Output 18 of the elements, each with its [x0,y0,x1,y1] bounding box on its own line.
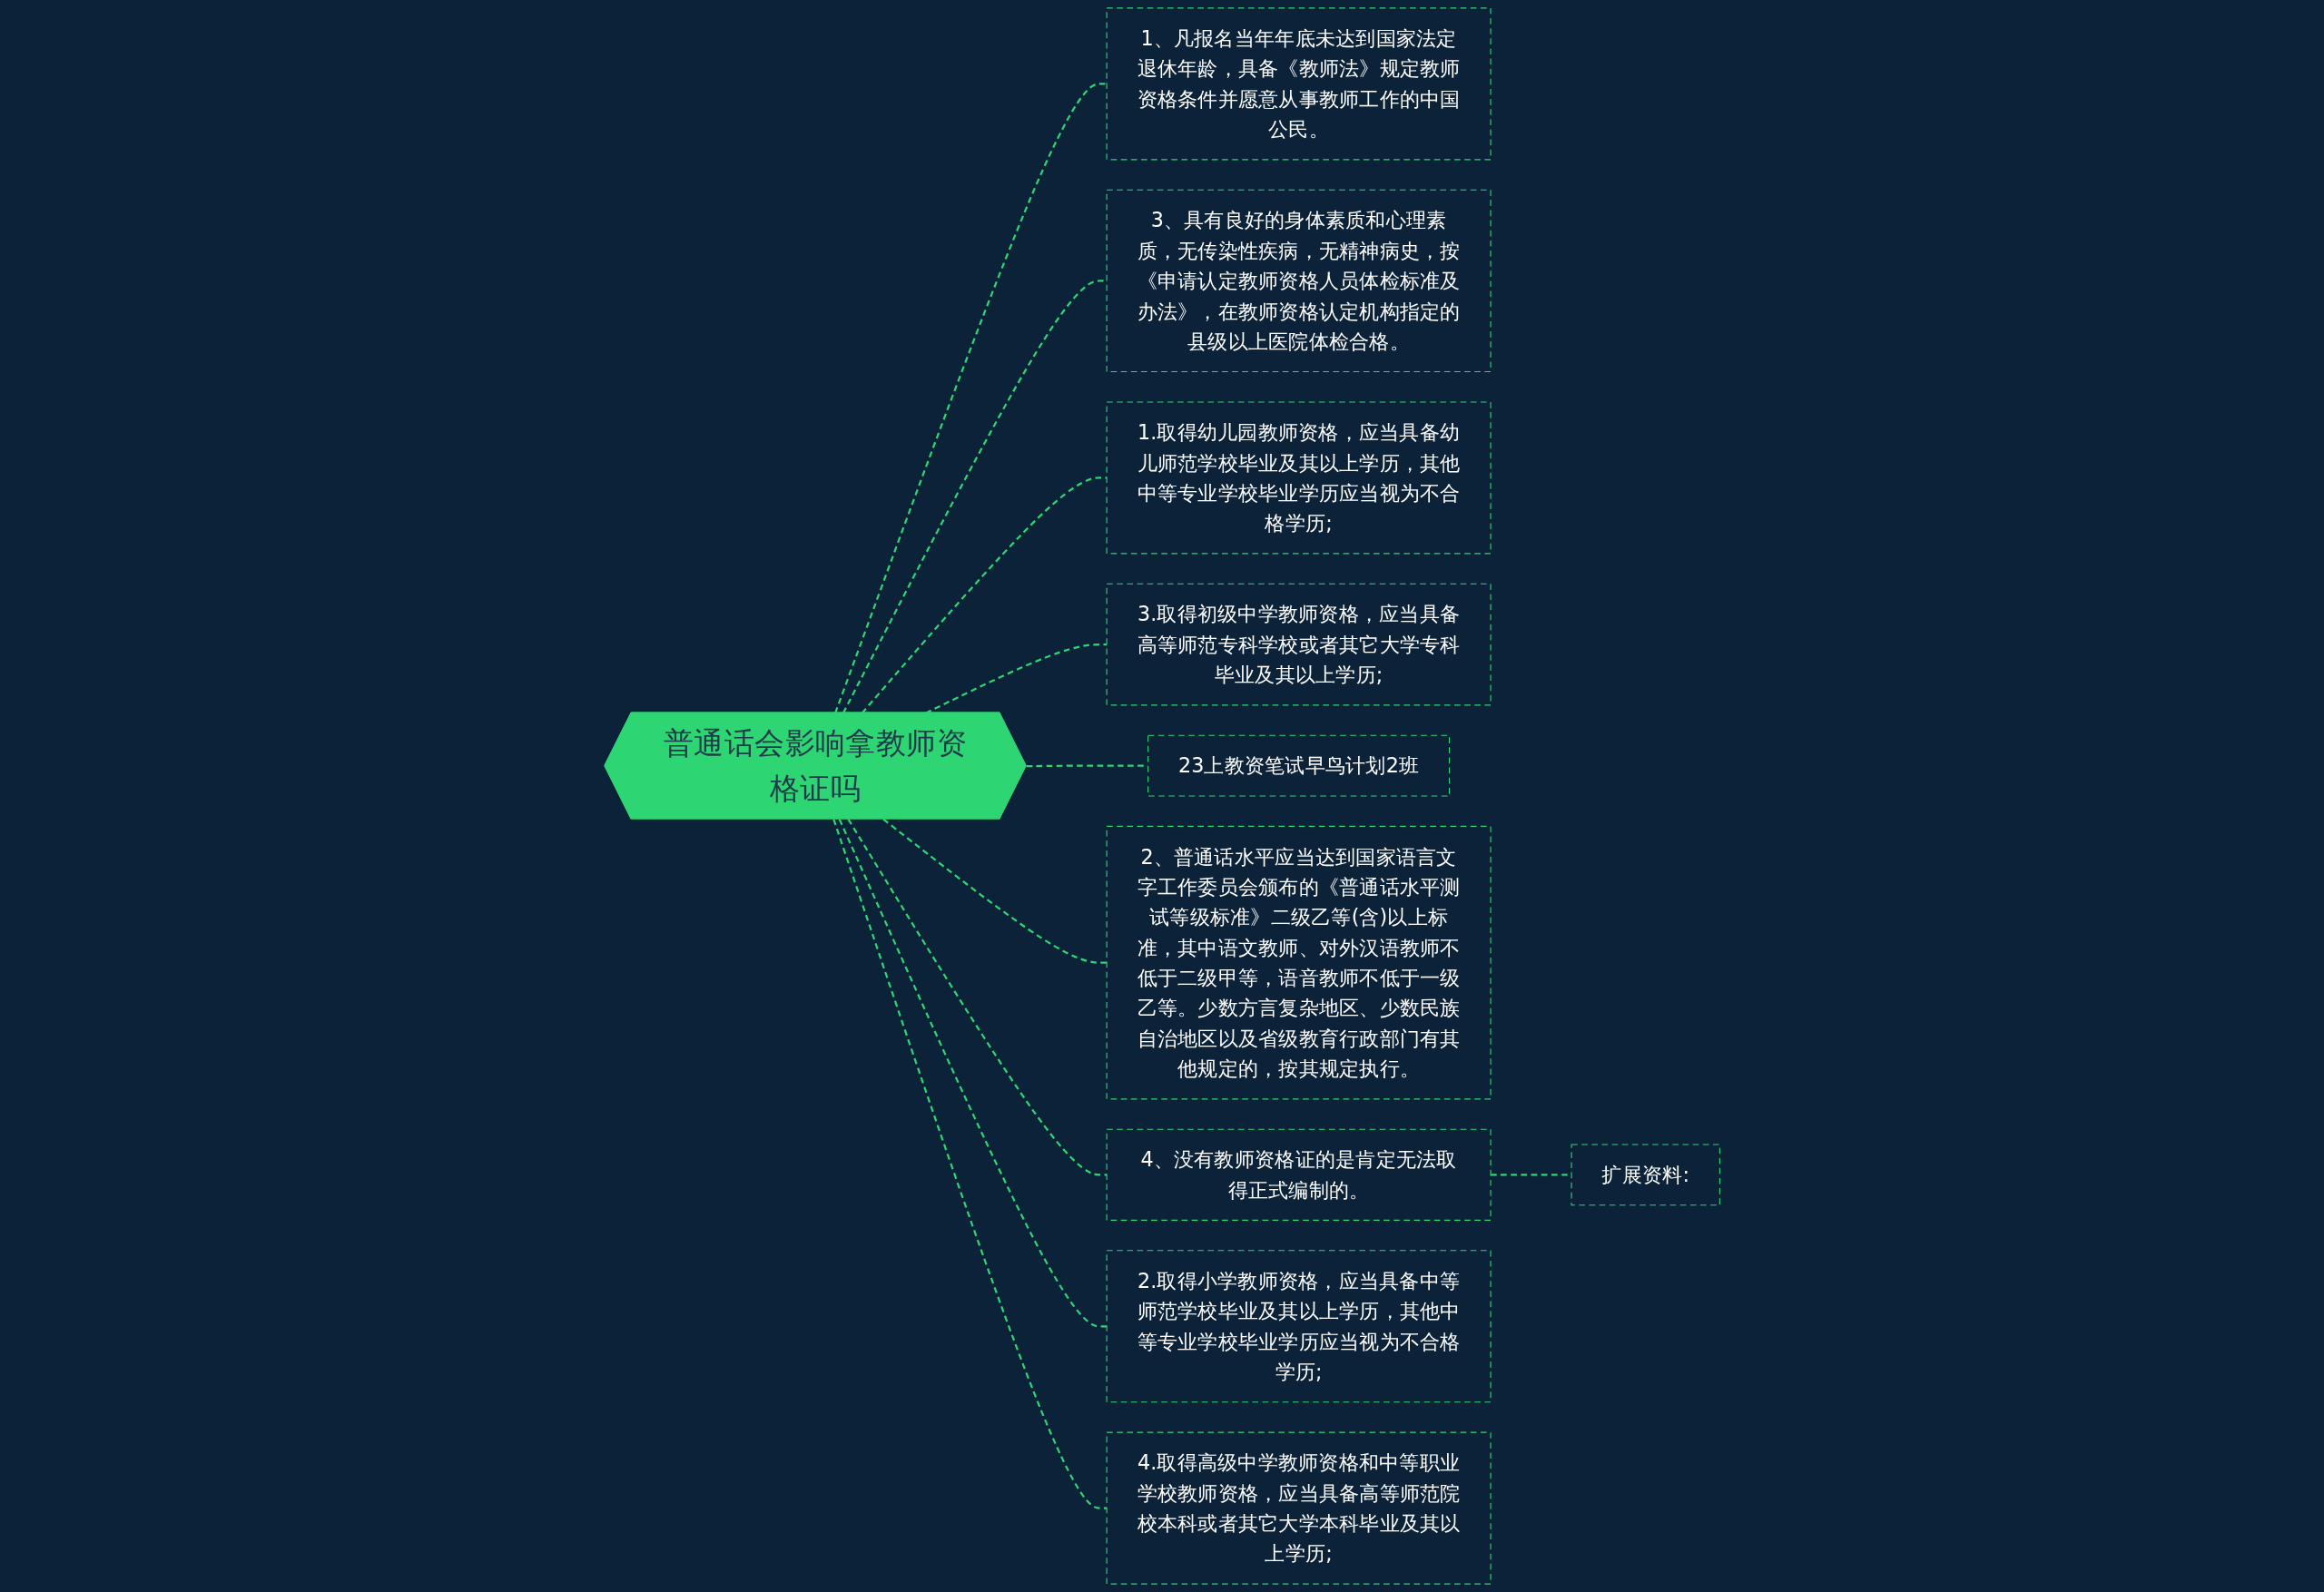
node-box: 1.取得幼儿园教师资格，应当具备幼儿师范学校毕业及其以上学历，其他中等专业学校毕业学历应当视为不合格学历; [1106,401,1492,555]
node-box: 3.取得初级中学教师资格，应当具备高等师范专科学校或者其它大学专科毕业及其以上学历; [1106,583,1492,706]
node-box: 23上教资笔试早鸟计划2班 [1147,734,1450,797]
node-box: 扩展资料: [1571,1144,1720,1206]
node-box: 3、具有良好的身体素质和心理素质，无传染性疾病，无精神病史，按《申请认定教师资格人员体检标准及办法》，在教师资格认定机构指定的县级以上医院体检合格。 [1106,189,1492,373]
connector [842,280,1107,714]
connector [832,819,1107,1509]
connector [838,819,1107,1328]
node-box: 4、没有教师资格证的是肯定无法取得正式编制的。 [1106,1128,1492,1221]
connector [882,818,1107,964]
node-box: 4.取得高级中学教师资格和中等职业学校教师资格，应当具备高等师范院校本科或者其它大学本科毕业及其以上学历; [1106,1431,1492,1585]
node-box: 2、普通话水平应当达到国家语言文字工作委员会颁布的《普通话水平测试等级标准》二级乙等(含)以上标准，其中语文教师、对外汉语教师不低于二级甲等，语音教师不低于一级乙等。少数方言复杂地区、少数民族自治地区以及省级教育行政部门有其他规定的，按其规定执行。 [1106,825,1492,1100]
connector [847,819,1107,1176]
connector [861,477,1107,714]
connector [924,643,1107,714]
node-box: 2.取得小学教师资格，应当具备中等师范学校毕业及其以上学历，其他中等专业学校毕业学历应当视为不合格学历; [1106,1250,1492,1403]
connector [833,83,1107,714]
node-box: 1、凡报名当年年底未达到国家法定退休年龄，具备《教师法》规定教师资格条件并愿意从事教师工作的中国公民。 [1106,7,1492,161]
